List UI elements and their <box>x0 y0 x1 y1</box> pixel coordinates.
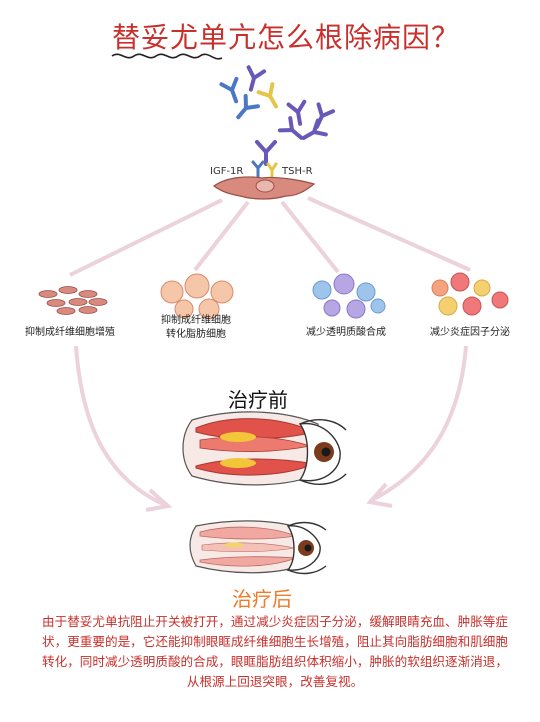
inflammatory-factors-icon <box>431 272 509 316</box>
tsh-r-label: TSH-R <box>282 166 313 177</box>
effect-label-line: 减少炎症因子分泌 <box>430 327 510 338</box>
effect-label-line: 转化脂肪细胞 <box>166 329 226 340</box>
antibody-icon <box>219 76 239 104</box>
after-treatment-label: 治疗后 <box>232 587 292 611</box>
igf-1r-receptor-icon <box>251 160 265 180</box>
arrow-to-effect-2 <box>193 200 250 272</box>
curved-arrow-left <box>74 345 166 507</box>
antibody-icon <box>301 118 328 140</box>
antibody-icon <box>277 116 304 140</box>
adipocyte-cells-icon <box>160 273 234 320</box>
bound-antibody-icon <box>255 140 277 166</box>
page-title: 替妥尤单亢怎么根除病因？ <box>112 21 461 54</box>
effect-label-adipocyte: 抑制成纤维细胞 转化脂肪细胞 <box>146 314 246 342</box>
arrow-to-effect-4 <box>307 196 471 272</box>
effect-label-line: 抑制成纤维细胞增殖 <box>25 327 115 338</box>
curved-arrow-left-head <box>145 488 173 512</box>
effect-label-inflammation: 减少炎症因子分泌 <box>420 326 520 340</box>
tsh-r-receptor-icon <box>266 162 278 180</box>
antibody-icon <box>246 65 267 92</box>
antibody-icon <box>236 93 260 120</box>
title-underline <box>111 53 223 60</box>
igf-1r-label: IGF-1R <box>210 166 244 177</box>
effect-label-hyaluronic: 减少透明质酸合成 <box>296 326 396 340</box>
effect-label-line: 抑制成纤维细胞 <box>161 315 231 326</box>
curved-arrow-right-head <box>366 482 393 508</box>
antibody-icon <box>256 82 278 109</box>
cell-nucleus-icon <box>255 179 275 193</box>
description-text: 由于替妥尤单抗阻止开关被打开，通过减少炎症因子分泌，缓解眼睛充血、肿胀等症状，更… <box>42 614 508 689</box>
effect-label-line: 减少透明质酸合成 <box>306 327 386 338</box>
effect-label-proliferation: 抑制成纤维细胞增殖 <box>18 326 122 340</box>
proliferation-cells-icon <box>38 286 108 315</box>
after-treatment-eye-illustration <box>189 520 327 575</box>
arrow-to-effect-1 <box>69 198 223 277</box>
hyaluronic-acid-icon <box>312 273 386 319</box>
before-treatment-eye-illustration <box>182 411 347 486</box>
antibody-icon <box>314 102 336 129</box>
before-treatment-label: 治疗前 <box>228 388 288 412</box>
arrow-to-effect-3 <box>280 200 340 274</box>
curved-arrow-right <box>371 345 468 502</box>
antibody-icon <box>286 99 307 126</box>
